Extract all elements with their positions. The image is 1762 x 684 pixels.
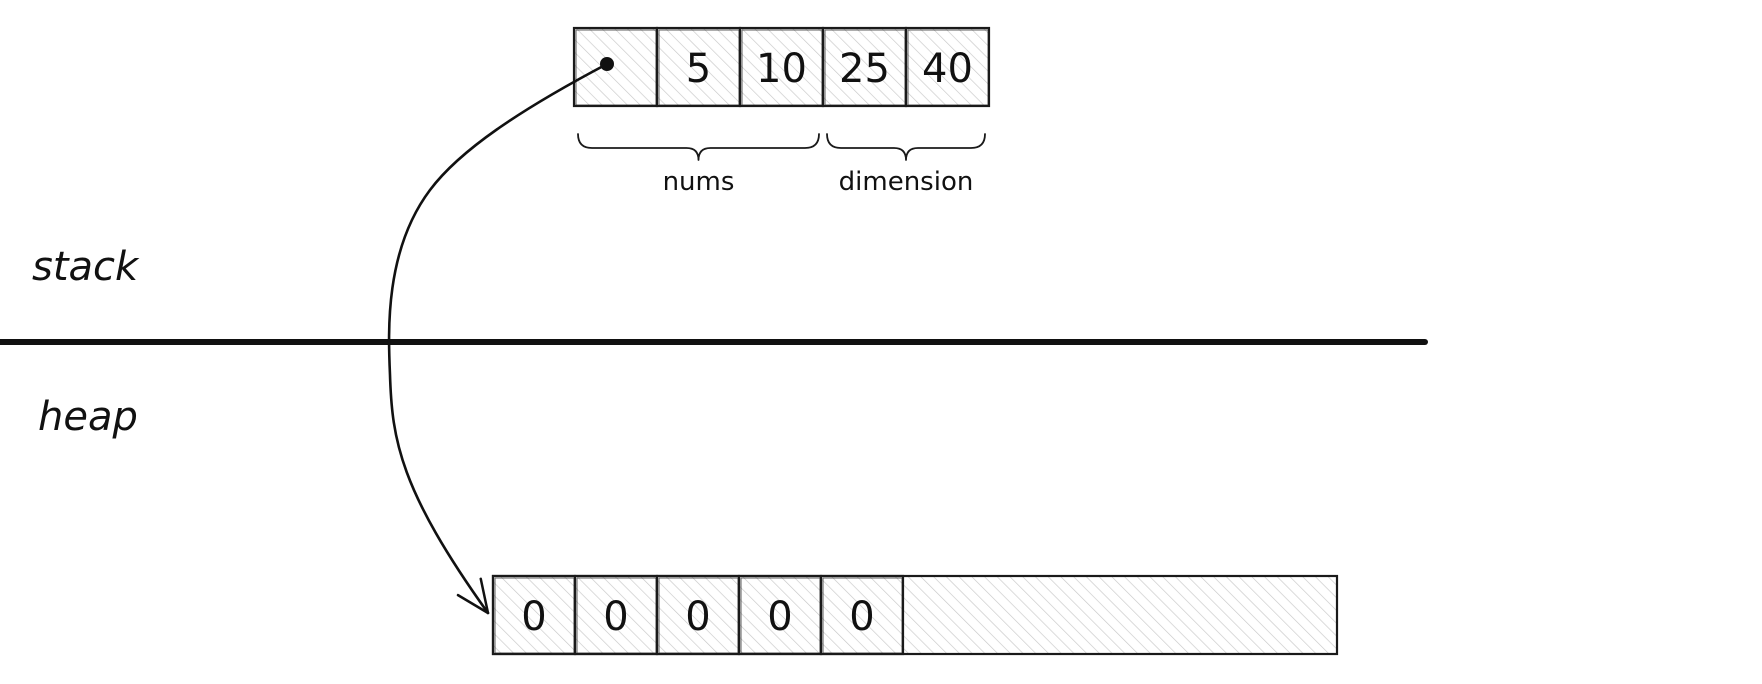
stack-cell-box (904, 26, 991, 108)
heap-cell-value: 0 (603, 594, 628, 640)
group-brace (577, 133, 820, 161)
heap-cell-box (819, 574, 905, 656)
heap-cell-box-sketch (822, 577, 903, 654)
heap-cell: 0 (655, 574, 741, 656)
heap-cell: 0 (491, 574, 577, 656)
heap-cell: 0 (737, 574, 823, 656)
stack-cell-value: 25 (839, 46, 890, 92)
stack-cell-pointer (572, 26, 659, 108)
heap-array: 0 0 0 0 0 (491, 574, 1339, 656)
stack-cell-value: 40 (922, 46, 973, 92)
stack-cell-box (655, 26, 742, 108)
group-brace (826, 133, 986, 161)
heap-cell-box (573, 574, 659, 656)
heap-pointer-arrow (387, 62, 609, 615)
group-label: nums (663, 167, 735, 197)
stack-cell-box (821, 26, 908, 108)
heap-region-label: heap (38, 394, 138, 440)
stack-cell-value: 10 (756, 46, 807, 92)
heap-cell-value: 0 (767, 594, 792, 640)
stack-cell: 40 (904, 26, 991, 108)
group-label: dimension (839, 167, 974, 197)
heap-cell-value: 0 (685, 594, 710, 640)
heap-cell-box (491, 574, 577, 656)
stack-cell-box-sketch (907, 29, 989, 106)
heap-cell-value: 0 (849, 594, 874, 640)
heap-cell: 0 (573, 574, 659, 656)
stack-cell: 25 (821, 26, 908, 108)
stack-cell: 5 (655, 26, 742, 108)
heap-cell: 0 (819, 574, 905, 656)
stack-cell-box (572, 26, 659, 108)
pointer-dot (600, 57, 614, 71)
heap-cell-box (655, 574, 741, 656)
stack-cell: 10 (738, 26, 825, 108)
stack-array-groups: nums dimension (577, 133, 986, 197)
stack-array: 5 10 25 40 (572, 26, 991, 108)
stack-region-label: stack (32, 244, 140, 290)
heap-cell-value: 0 (521, 594, 546, 640)
stack-cell-box (738, 26, 825, 108)
heap-cell-box (737, 574, 823, 656)
stack-cell-value: 5 (686, 46, 711, 92)
